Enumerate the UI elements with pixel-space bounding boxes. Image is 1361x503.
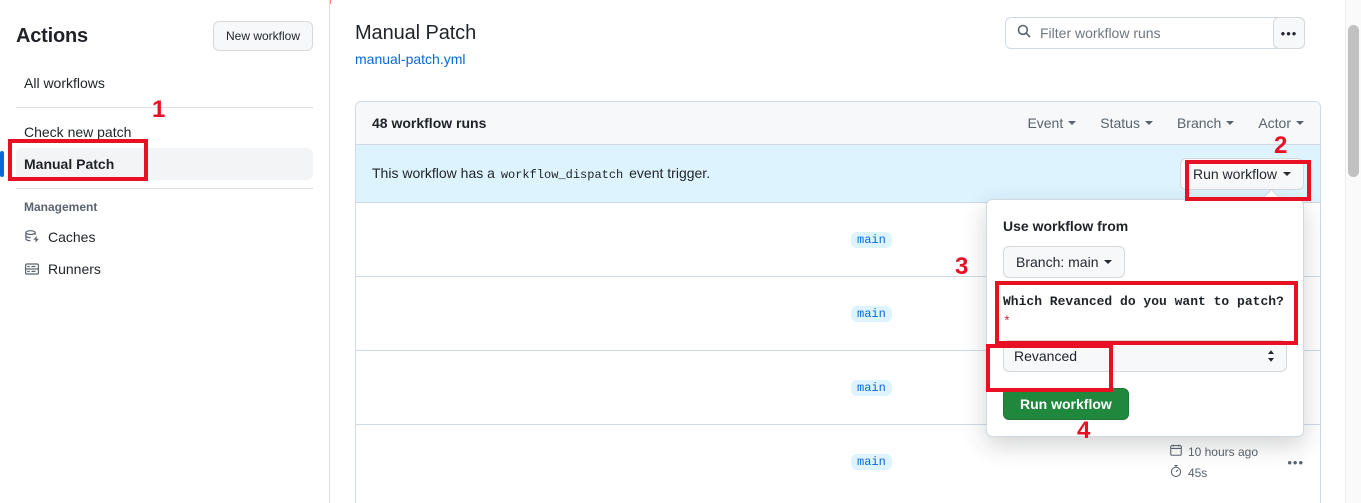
search-box[interactable]	[1005, 17, 1305, 49]
workflow-options-kebab-icon[interactable]: •••	[1273, 17, 1305, 49]
filter-label: Actor	[1258, 115, 1291, 131]
run-filters: Event Status Branch Actor	[1027, 115, 1304, 131]
runs-toolbar: 48 workflow runs Event Status Branch	[356, 102, 1320, 145]
select-stepper-icon	[1266, 349, 1276, 363]
sidebar-item-runners[interactable]: Runners	[16, 253, 313, 285]
chevron-down-icon	[1104, 260, 1113, 264]
workflow-title: Manual Patch	[355, 22, 477, 44]
run-workflow-dropdown-button[interactable]: Run workflow	[1179, 157, 1304, 190]
input-field-label: Which Revanced do you want to patch? *	[1003, 292, 1287, 332]
workflow-header: Manual Patch manual-patch.yml •••	[331, 0, 1361, 70]
branch-badge[interactable]: main	[851, 379, 892, 396]
search-icon	[1016, 23, 1032, 44]
branch-picker-label: Branch: main	[1016, 254, 1099, 270]
filter-label: Branch	[1176, 115, 1222, 131]
run-timestamp: 10 hours ago	[1169, 443, 1258, 460]
main-content: Manual Patch manual-patch.yml •••	[331, 0, 1361, 503]
sidebar-item-caches[interactable]: Caches	[16, 221, 313, 253]
run-workflow-submit-button[interactable]: Run workflow	[1003, 388, 1129, 420]
branch-badge[interactable]: main	[851, 305, 892, 322]
branch-badge[interactable]: main	[851, 454, 892, 470]
revanced-select-value: Revanced	[1014, 348, 1078, 364]
stopwatch-icon	[1169, 464, 1183, 481]
dispatch-text-after: event trigger.	[629, 165, 711, 181]
filter-label: Status	[1100, 115, 1140, 131]
chevron-down-icon	[1144, 121, 1153, 125]
table-row[interactable]: main	[356, 203, 1320, 277]
search-area: •••	[1005, 17, 1305, 49]
annotation-number-4: 4	[1077, 417, 1091, 444]
workflow-file-link[interactable]: manual-patch.yml	[355, 51, 466, 67]
calendar-icon	[1169, 443, 1183, 460]
sidebar-item-label: Runners	[48, 261, 101, 277]
dispatch-event-code: workflow_dispatch	[500, 168, 624, 182]
page-scrollbar-thumb[interactable]	[1348, 25, 1359, 177]
actions-sidebar: Actions New workflow All workflows Check…	[0, 0, 330, 503]
sidebar-header: Actions New workflow	[16, 0, 313, 51]
sidebar-divider	[16, 188, 313, 189]
sidebar-item-label: Caches	[48, 229, 96, 245]
annotation-number-3: 3	[955, 253, 969, 280]
filter-status[interactable]: Status	[1100, 115, 1153, 131]
branch-badge[interactable]: main	[851, 231, 892, 248]
chevron-down-icon	[1283, 171, 1291, 176]
sidebar-item-label: Check new patch	[24, 124, 132, 140]
workflow-nav-list: All workflows Check new patch Manual Pat…	[0, 67, 313, 285]
annotation-number-1: 1	[152, 96, 166, 123]
revanced-select[interactable]: Revanced	[1003, 340, 1287, 372]
runs-count-label: 48 workflow runs	[372, 115, 487, 131]
run-meta: 10 hours ago 45s	[1169, 443, 1258, 481]
branch-picker-button[interactable]: Branch: main	[1003, 246, 1126, 278]
filter-actor[interactable]: Actor	[1258, 115, 1304, 131]
annotation-number-2: 2	[1274, 132, 1288, 159]
table-row[interactable]: main	[356, 277, 1320, 351]
filter-event[interactable]: Event	[1027, 115, 1077, 131]
run-workflow-panel: Use workflow from Branch: main Which Rev…	[986, 199, 1304, 437]
sidebar-item-all-workflows[interactable]: All workflows	[16, 67, 313, 99]
sidebar-divider	[16, 107, 313, 108]
new-workflow-button[interactable]: New workflow	[212, 21, 313, 51]
page-scrollbar-track[interactable]	[1345, 0, 1361, 503]
cache-icon	[24, 229, 40, 245]
run-timestamp-label: 10 hours ago	[1187, 444, 1258, 459]
input-field-label-text: Which Revanced do you want to patch?	[1003, 294, 1284, 309]
dispatch-text-before: This workflow has a	[372, 165, 495, 181]
run-duration: 45s	[1169, 464, 1207, 481]
table-row[interactable]: main 10 hours ago	[356, 425, 1320, 499]
use-workflow-from-label: Use workflow from	[1003, 218, 1129, 234]
chevron-down-icon	[1226, 121, 1235, 125]
sidebar-item-check-new-patch[interactable]: Check new patch	[16, 116, 313, 148]
sidebar-group-management: Management	[24, 200, 98, 214]
run-workflow-label: Run workflow	[1192, 165, 1277, 182]
dispatch-banner-text: This workflow has a workflow_dispatch ev…	[372, 165, 710, 182]
filter-label: Event	[1027, 115, 1064, 131]
sidebar-item-manual-patch[interactable]: Manual Patch	[0, 148, 313, 180]
run-duration-label: 45s	[1187, 465, 1208, 480]
sidebar-item-label: Manual Patch	[24, 156, 115, 172]
row-options-kebab-icon[interactable]: •••	[1287, 454, 1304, 470]
page-title: Actions	[16, 24, 88, 47]
filter-branch[interactable]: Branch	[1176, 115, 1235, 131]
sidebar-item-label: All workflows	[24, 75, 105, 91]
server-icon	[24, 261, 40, 277]
workflow-dispatch-banner: This workflow has a workflow_dispatch ev…	[356, 145, 1320, 203]
chevron-down-icon	[1296, 121, 1304, 125]
required-marker: *	[1003, 314, 1011, 329]
chevron-down-icon	[1068, 121, 1077, 125]
search-input[interactable]	[1040, 25, 1294, 41]
